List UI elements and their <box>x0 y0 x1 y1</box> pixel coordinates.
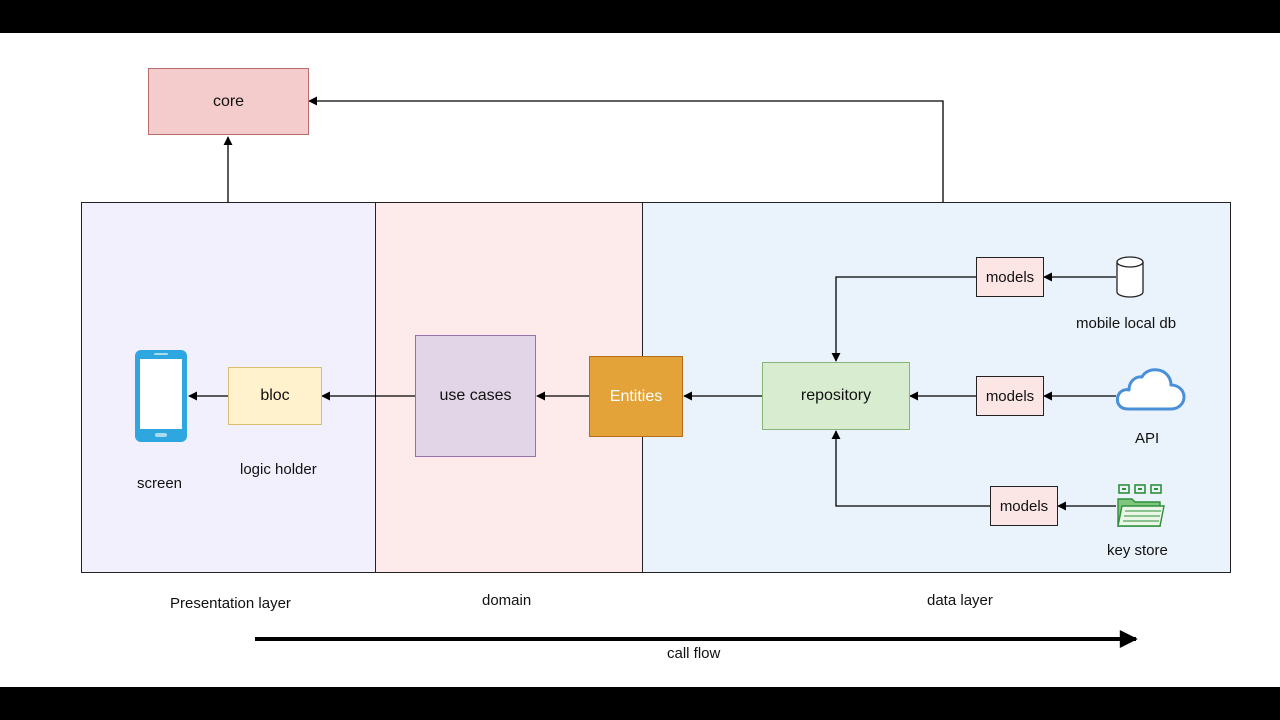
bloc-box[interactable]: bloc <box>228 367 322 425</box>
key-store-label: key store <box>1107 542 1168 559</box>
api-label: API <box>1135 430 1160 447</box>
database-cylinder-icon <box>1116 256 1144 298</box>
models-box-db[interactable]: models <box>976 257 1044 297</box>
models-box-keystore[interactable]: models <box>990 486 1058 526</box>
use-cases-box[interactable]: use cases <box>415 335 536 457</box>
models-box-api[interactable]: models <box>976 376 1044 416</box>
bottom-letterbox-bar <box>0 687 1280 720</box>
smartphone-icon <box>134 349 188 443</box>
logic-holder-label: logic holder <box>240 461 317 478</box>
data-layer-label: data layer <box>927 592 993 609</box>
cloud-icon <box>1114 368 1186 412</box>
presentation-layer-label: Presentation layer <box>170 595 291 612</box>
keystore-folder-icon <box>1116 483 1166 529</box>
screen-label: screen <box>137 475 183 492</box>
call-flow-label: call flow <box>667 645 721 662</box>
arrow-models-keystore-to-repository <box>831 430 990 507</box>
entities-box[interactable]: Entities <box>589 356 683 437</box>
arrow-data-layer-to-core <box>308 96 944 202</box>
repository-box[interactable]: repository <box>762 362 910 430</box>
presentation-layer-region <box>81 202 376 573</box>
top-letterbox-bar <box>0 0 1280 33</box>
core-box[interactable]: core <box>148 68 309 135</box>
arrow-models-db-to-repository <box>831 276 976 362</box>
mobile-local-db-label: mobile local db <box>1076 315 1177 332</box>
domain-layer-label: domain <box>482 592 532 609</box>
